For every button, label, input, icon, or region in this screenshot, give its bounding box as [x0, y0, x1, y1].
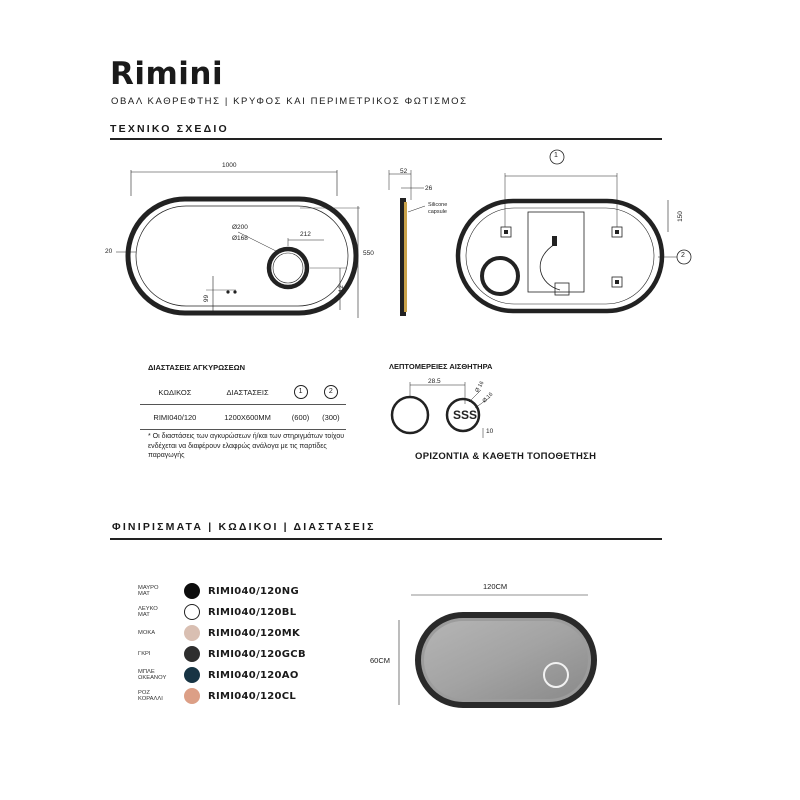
color-swatch — [184, 688, 200, 704]
finish-label-line2: ΩΚΕΑΝΟΥ — [138, 675, 167, 681]
anchors-title: ΔΙΑΣΤΑΣΕΙΣ ΑΓΚΥΡΩΣΕΩΝ — [148, 363, 246, 372]
power-box — [527, 211, 585, 293]
finish-swatch-row: ΜΟΚΑ RIMI040/120MK — [138, 624, 300, 642]
finish-label-line2: ΜΑΤ — [138, 591, 150, 597]
dim-inner-diameter: Ø168 — [232, 235, 248, 242]
mirror-preview — [398, 594, 597, 708]
color-swatch — [184, 583, 200, 599]
sensor-dot — [226, 290, 230, 294]
dim-52: 52 — [400, 168, 408, 175]
finish-label: ΓΚΡΙ — [138, 651, 178, 658]
finish-label-line1: ΜΟΚΑ — [138, 629, 156, 636]
back-magnifier — [480, 256, 520, 296]
capsule-label: capsule — [428, 209, 447, 215]
finish-label-line1: ΡΟΖ — [138, 689, 150, 696]
color-swatch — [184, 646, 200, 662]
section-rule — [110, 138, 662, 140]
page-subtitle: ΟΒΑΛ ΚΑΘΡΕΦΤΗΣ | ΚΡΥΦΟΣ ΚΑΙ ΠΕΡΙΜΕΤΡΙΚΟΣ… — [111, 96, 468, 107]
anchors-table: ΚΩΔΙΚΟΣ ΔΙΑΣΤΑΣΕΙΣ 1 2 RIMI040/120 1200X… — [140, 380, 346, 430]
color-swatch — [184, 667, 200, 683]
finish-code: RIMI040/120BL — [208, 606, 297, 618]
ref-1-label: 1 — [554, 152, 558, 159]
finish-label-line2: ΜΑΤ — [138, 612, 150, 618]
finish-code: RIMI040/120AO — [208, 669, 299, 681]
finish-label-line1: ΛΕΥΚΟ — [138, 605, 158, 612]
front-view — [116, 170, 360, 318]
sensor-dot — [233, 290, 237, 294]
sensor-title: ΛΕΠΤΟΜΕΡΕΙΕΣ ΑΙΣΘΗΤΗΡΑ — [389, 362, 493, 371]
dim-offset-left: 20 — [105, 248, 113, 255]
technical-drawing — [116, 149, 692, 318]
dim-10: 10 — [486, 428, 494, 435]
dim-150: 150 — [676, 211, 684, 222]
dim-28-5: 28.5 — [428, 378, 441, 385]
silicone-label: Silicone — [428, 202, 448, 208]
dim-26: 26 — [425, 185, 433, 192]
magnifier-ring — [266, 246, 310, 290]
dim-99: 99 — [203, 294, 211, 303]
color-swatch — [184, 625, 200, 641]
section-heading-technical: ΤΕΧΝΙΚΟ ΣΧΕΔΙΟ — [110, 123, 229, 135]
side-view — [388, 170, 426, 316]
col-dimensions: ΔΙΑΣΤΑΣΕΙΣ — [209, 380, 286, 405]
finish-code: RIMI040/120CL — [208, 690, 297, 702]
table-header-row: ΚΩΔΙΚΟΣ ΔΙΑΣΤΑΣΕΙΣ 1 2 — [140, 380, 346, 405]
dim-212-side: 212 — [337, 285, 345, 296]
back-frame-outline — [455, 198, 665, 314]
finish-label-line1: ΜΠΛΕ — [138, 668, 155, 675]
finish-label: ΜΟΚΑ — [138, 630, 178, 637]
finish-code: RIMI040/120NG — [208, 585, 299, 597]
finish-label-line2: ΚΟΡΑΛΛΙ — [138, 696, 163, 702]
color-swatch — [184, 604, 200, 620]
col-code: ΚΩΔΙΚΟΣ — [140, 380, 210, 405]
page-title: Rimini — [110, 56, 224, 92]
preview-width-label: 120CM — [483, 582, 508, 591]
section-rule — [110, 538, 662, 540]
dim-width: 1000 — [222, 162, 237, 169]
col-ref-1: 1 — [293, 385, 308, 399]
anchors-note: * Οι διαστάσεις των αγκυρώσεων ή/και των… — [148, 433, 345, 459]
finish-label-line1: ΓΚΡΙ — [138, 650, 151, 657]
preview-height-label: 60CM — [370, 656, 391, 665]
ref-2-label: 2 — [681, 252, 685, 259]
cell-ref-1: (600) — [285, 404, 316, 430]
dim-212-top: 212 — [300, 231, 311, 238]
finish-label-line1: ΜΑΥΡΟ — [138, 584, 159, 591]
finish-code: RIMI040/120MK — [208, 627, 301, 639]
preview-magnifier — [543, 662, 569, 688]
svg-text:SSS: SSS — [453, 408, 477, 422]
sensor-drawing: SSS — [390, 382, 490, 438]
mirror-inner-outline — [135, 205, 349, 307]
col-ref-2: 2 — [323, 385, 338, 399]
section-heading-finishes: ΦΙΝΙΡΙΣΜΑΤΑ | ΚΩΔΙΚΟΙ | ΔΙΑΣΤΑΣΕΙΣ — [112, 521, 376, 533]
cell-ref-2: (300) — [315, 404, 346, 430]
back-view — [455, 149, 692, 314]
cell-dimensions: 1200X600MM — [209, 404, 286, 430]
mirror-frame-outline — [125, 196, 359, 316]
finish-swatch-row: ΓΚΡΙ RIMI040/120GCB — [138, 645, 306, 663]
dim-height: 550 — [363, 250, 374, 257]
dim-outer-diameter: Ø200 — [232, 224, 248, 231]
finish-code: RIMI040/120GCB — [208, 648, 306, 660]
cell-code: RIMI040/120 — [140, 404, 210, 430]
mount-orientation-label: ΟΡΙΖΟΝΤΙΑ & ΚΑΘΕΤΗ ΤΟΠΟΘΕΤΗΣΗ — [415, 451, 597, 462]
table-row: RIMI040/120 1200X600MM (600) (300) — [140, 404, 346, 430]
